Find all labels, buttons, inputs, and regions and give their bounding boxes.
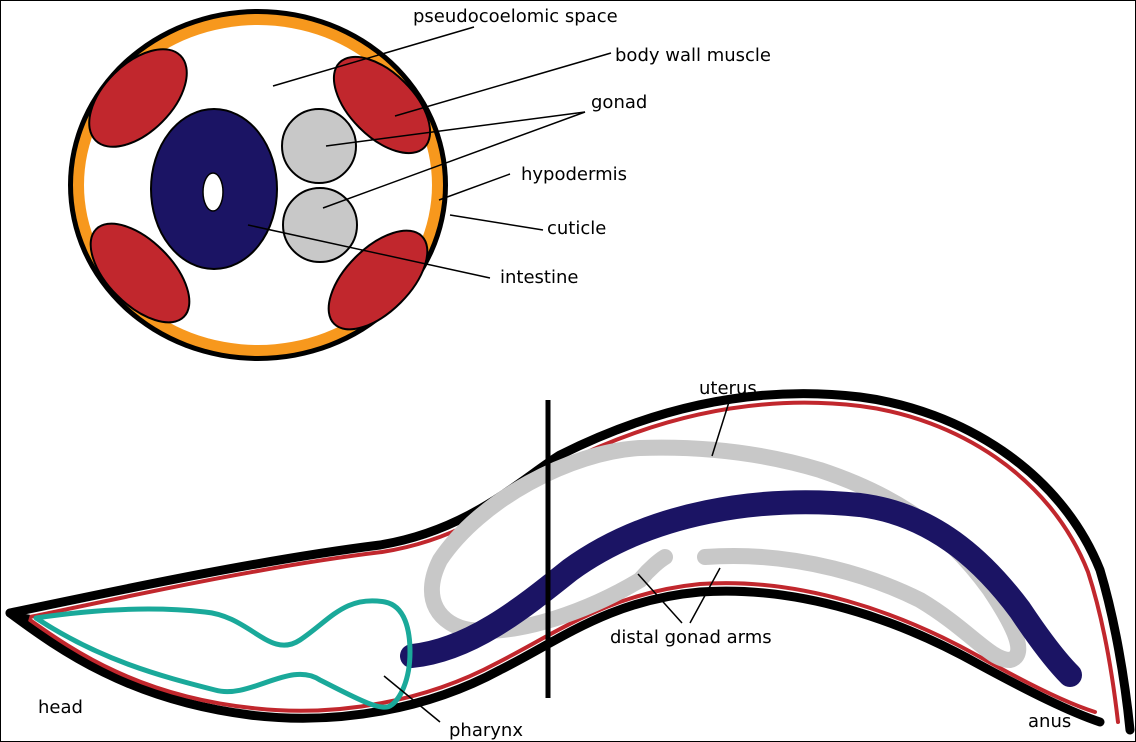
gonad-anterior-tip (640, 557, 665, 580)
leader-cuticle (450, 215, 543, 230)
label-uterus: uterus (699, 378, 757, 399)
leader-hypodermis (439, 174, 510, 200)
cross-section (68, 9, 611, 361)
label-head: head (38, 697, 83, 718)
gonad-upper (282, 109, 356, 183)
intestine-lumen (203, 173, 223, 211)
label-intestine: intestine (500, 267, 578, 288)
longitudinal-view (10, 394, 1130, 730)
label-distal-gonad-arms: distal gonad arms (610, 627, 772, 648)
label-cuticle: cuticle (547, 218, 606, 239)
label-pharynx: pharynx (449, 720, 523, 741)
label-pseudocoelomic-space: pseudocoelomic space (413, 6, 618, 27)
label-anus: anus (1028, 711, 1071, 732)
pharynx (36, 601, 410, 707)
label-hypodermis: hypodermis (521, 164, 627, 185)
label-gonad: gonad (591, 92, 647, 113)
leader-body-wall-muscle (395, 53, 611, 116)
label-body-wall-muscle: body wall muscle (615, 45, 771, 66)
